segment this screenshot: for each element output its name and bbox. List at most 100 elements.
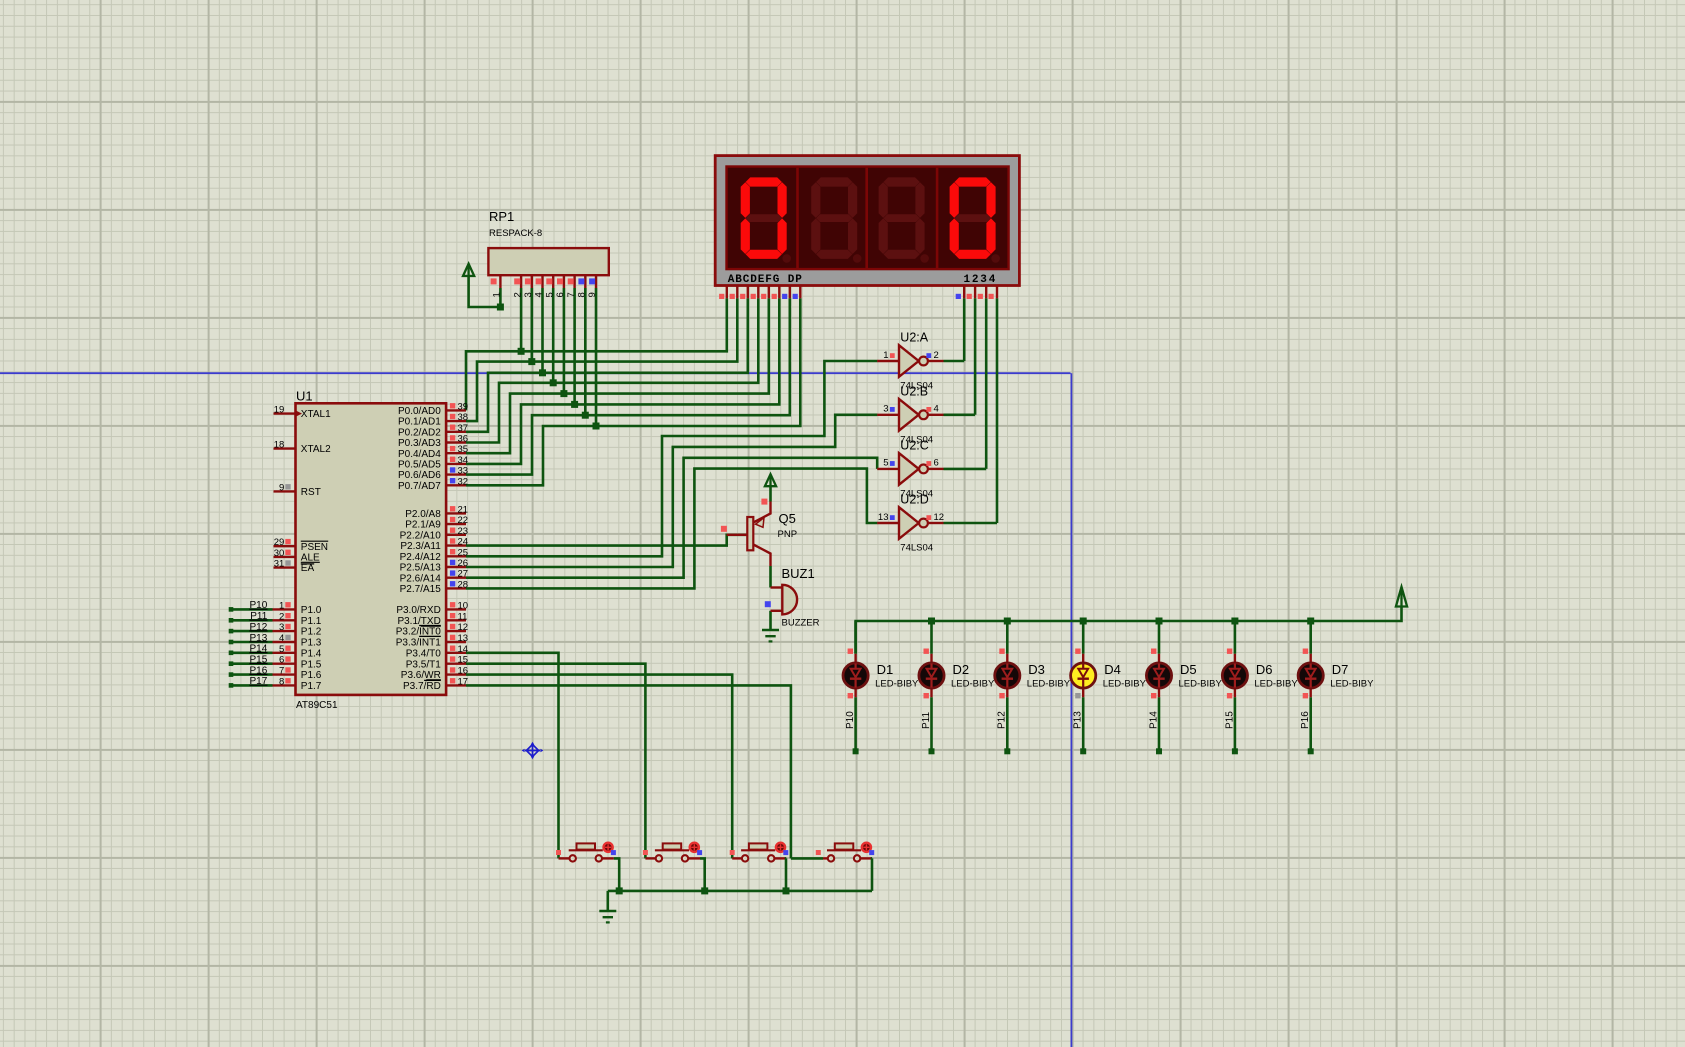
svg-text:P3.5/T1: P3.5/T1 [406, 659, 441, 670]
svg-text:P12: P12 [250, 622, 268, 633]
svg-text:P0.6/AD6: P0.6/AD6 [398, 470, 441, 481]
svg-text:6: 6 [555, 292, 566, 297]
svg-text:P0.3/AD3: P0.3/AD3 [398, 438, 441, 449]
svg-text:LED-BIBY: LED-BIBY [1254, 679, 1298, 690]
svg-text:29: 29 [274, 537, 285, 548]
svg-text:U2:C: U2:C [900, 438, 928, 452]
svg-text:D3: D3 [1028, 662, 1045, 677]
svg-text:8: 8 [279, 676, 284, 687]
svg-text:12: 12 [934, 512, 945, 523]
svg-text:P1.5: P1.5 [301, 659, 322, 670]
svg-text:P0.1/AD1: P0.1/AD1 [398, 417, 441, 428]
svg-text:P3.7/RD: P3.7/RD [403, 681, 441, 692]
svg-text:D5: D5 [1180, 662, 1197, 677]
svg-text:P1.7: P1.7 [301, 681, 322, 692]
svg-text:1234: 1234 [964, 274, 998, 286]
svg-text:P3.1/TXD: P3.1/TXD [397, 616, 440, 627]
svg-text:1: 1 [883, 350, 888, 361]
svg-text:2: 2 [934, 350, 939, 361]
svg-text:P16: P16 [250, 665, 268, 676]
svg-text:P2.4/A12: P2.4/A12 [400, 552, 442, 563]
svg-text:PNP: PNP [778, 529, 798, 540]
svg-text:P2.5/A13: P2.5/A13 [400, 563, 442, 574]
svg-text:D7: D7 [1332, 662, 1349, 677]
svg-text:39: 39 [458, 401, 469, 412]
svg-text:30: 30 [274, 548, 285, 559]
svg-text:P10: P10 [845, 711, 856, 729]
svg-text:P0.2/AD2: P0.2/AD2 [398, 427, 441, 438]
svg-text:P14: P14 [1148, 711, 1159, 729]
svg-text:31: 31 [274, 559, 285, 570]
svg-text:17: 17 [458, 676, 469, 687]
svg-text:P1.6: P1.6 [301, 670, 322, 681]
svg-text:P12: P12 [997, 711, 1008, 729]
svg-text:P3.6/WR: P3.6/WR [401, 670, 441, 681]
svg-text:D4: D4 [1104, 662, 1121, 677]
svg-text:7: 7 [566, 292, 577, 297]
svg-text:3: 3 [279, 622, 284, 633]
svg-text:16: 16 [458, 666, 469, 677]
svg-text:28: 28 [458, 579, 469, 590]
svg-text:U1: U1 [296, 389, 313, 404]
svg-text:P14: P14 [250, 644, 268, 655]
svg-text:Q5: Q5 [779, 511, 796, 526]
svg-text:27: 27 [458, 569, 469, 580]
svg-text:35: 35 [458, 444, 469, 455]
svg-text:25: 25 [458, 547, 469, 558]
svg-text:74LS04: 74LS04 [900, 543, 933, 554]
svg-text:34: 34 [458, 455, 469, 466]
svg-text:P3.0/RXD: P3.0/RXD [396, 605, 440, 616]
svg-text:P13: P13 [1073, 711, 1084, 729]
svg-text:LED-BIBY: LED-BIBY [1179, 679, 1223, 690]
svg-text:74LS04: 74LS04 [900, 434, 933, 445]
svg-text:P0.5/AD5: P0.5/AD5 [398, 460, 441, 471]
svg-text:D2: D2 [953, 662, 970, 677]
svg-text:U2:D: U2:D [900, 493, 928, 507]
svg-text:5: 5 [883, 458, 888, 469]
svg-text:D1: D1 [877, 662, 894, 677]
svg-text:4: 4 [934, 404, 939, 415]
svg-text:1: 1 [279, 600, 284, 611]
svg-text:P1.0: P1.0 [301, 605, 322, 616]
svg-text:U2:A: U2:A [900, 331, 928, 345]
svg-text:8: 8 [577, 292, 588, 297]
svg-text:P2.7/A15: P2.7/A15 [400, 584, 442, 595]
svg-text:74LS04: 74LS04 [900, 381, 933, 392]
svg-text:RP1: RP1 [489, 209, 514, 224]
svg-text:AT89C51: AT89C51 [296, 700, 338, 711]
svg-text:9: 9 [587, 292, 598, 297]
svg-text:LED-BIBY: LED-BIBY [951, 679, 995, 690]
svg-text:13: 13 [458, 633, 469, 644]
svg-text:P2.6/A14: P2.6/A14 [400, 573, 442, 584]
svg-text:2: 2 [279, 611, 284, 622]
svg-text:14: 14 [458, 644, 469, 655]
svg-text:P15: P15 [1224, 711, 1235, 729]
svg-text:4: 4 [279, 633, 284, 644]
svg-text:3: 3 [523, 292, 534, 297]
svg-text:12: 12 [458, 622, 469, 633]
svg-text:23: 23 [458, 526, 469, 537]
svg-text:36: 36 [458, 434, 469, 445]
svg-text:P2.3/A11: P2.3/A11 [400, 541, 441, 552]
svg-text:P0.0/AD0: P0.0/AD0 [398, 406, 441, 417]
svg-text:LED-BIBY: LED-BIBY [1103, 679, 1147, 690]
svg-text:P1.2: P1.2 [301, 627, 322, 638]
svg-text:ABCDEFG DP: ABCDEFG DP [728, 274, 803, 286]
svg-text:10: 10 [458, 600, 469, 611]
svg-text:22: 22 [458, 515, 469, 526]
svg-text:24: 24 [458, 537, 469, 548]
svg-text:LED-BIBY: LED-BIBY [1330, 679, 1374, 690]
svg-text:P0.7/AD7: P0.7/AD7 [398, 481, 441, 492]
svg-text:XTAL2: XTAL2 [301, 444, 331, 455]
svg-text:P16: P16 [1300, 711, 1311, 729]
svg-text:7: 7 [279, 666, 284, 677]
svg-text:13: 13 [878, 512, 889, 523]
svg-text:6: 6 [279, 655, 284, 666]
svg-text:33: 33 [458, 466, 469, 477]
svg-text:LED-BIBY: LED-BIBY [1027, 679, 1071, 690]
svg-text:P17: P17 [250, 676, 268, 687]
svg-text:P11: P11 [250, 611, 267, 622]
svg-text:6: 6 [934, 458, 939, 469]
svg-text:4: 4 [534, 292, 545, 297]
svg-text:11: 11 [458, 611, 468, 622]
